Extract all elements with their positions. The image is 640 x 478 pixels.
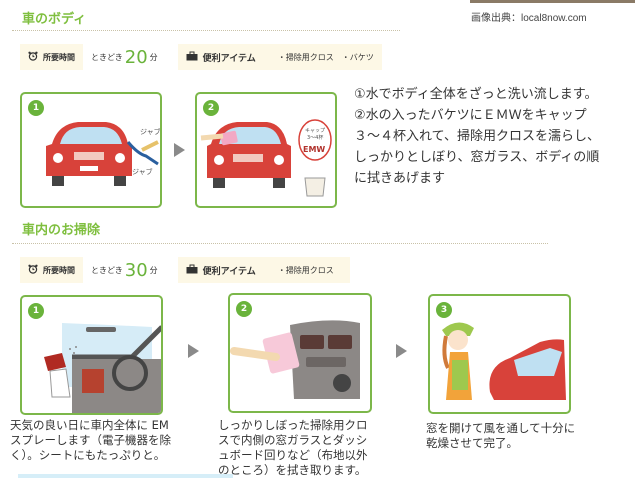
interior-step-1-caption: 天気の良い日に車内全体に EM スプレーします（電子機器を除 く）。シートにもた… (10, 418, 171, 463)
step-number: 1 (28, 303, 44, 319)
divider (12, 30, 400, 31)
time-value: ときどき 20 分 (83, 44, 166, 70)
frequency: ときどき (91, 52, 123, 62)
svg-text:キャップ: キャップ (305, 128, 325, 134)
next-arrow-icon (174, 143, 185, 157)
section-title-body: 車のボディ (22, 12, 87, 27)
caption-line: 窓を開けて風を通して十分に (426, 421, 576, 435)
items-label: 便利アイテム (202, 53, 256, 64)
svg-text:EMW: EMW (303, 145, 325, 154)
description-line: ②水の入ったバケツにＥＭＷをキャップ (354, 108, 587, 123)
time-chip: 所要時間 (20, 44, 83, 70)
interior-step-panel-1: 1 (20, 295, 163, 415)
time-chip: 所要時間 (20, 257, 83, 283)
toolbox-icon (186, 51, 198, 63)
description-line: ３〜４杯入れて、掃除用クロスを濡らし、 (354, 129, 600, 144)
step-number: 1 (28, 100, 44, 116)
caption-line: スで内側の窓ガラスとダッシ (218, 433, 368, 447)
step-panel-1: 1 ジャブ ジャブ (20, 92, 162, 208)
interior-step-panel-3: 3 (428, 294, 571, 414)
interior-step-2-caption: しっかりしぼった掃除用クロ スで内側の窓ガラスとダッシ ュボード回りなど（布地以… (218, 418, 368, 478)
alarm-clock-icon (28, 51, 38, 63)
step-panel-2: 2 キャップ 3〜4杯 EMW (195, 92, 337, 208)
minutes-unit: 分 (149, 52, 158, 62)
step-number: 2 (236, 301, 252, 317)
svg-text:ジャブ: ジャブ (132, 167, 153, 176)
next-arrow-icon (396, 344, 407, 358)
items-label: 便利アイテム (202, 266, 256, 277)
alarm-clock-icon (28, 264, 38, 276)
item: ・掃除用クロス (277, 265, 334, 275)
caption-line: スプレーします（電子機器を除 (10, 433, 171, 447)
items-chip: 便利アイテム (177, 44, 264, 70)
section-title-interior: 車内のお掃除 (22, 223, 101, 238)
svg-text:ジャブ: ジャブ (140, 127, 160, 136)
image-credit: 画像出典：local8now.com (471, 13, 587, 24)
items-list: ・掃除用クロス (263, 257, 350, 283)
time-label: 所要時間 (43, 52, 75, 62)
frequency: ときどき (91, 265, 123, 275)
minutes: 20 (124, 46, 148, 68)
decorative-bar (18, 474, 233, 478)
caption-line: 天気の良い日に車内全体に EM (10, 418, 169, 432)
interior-step-3-caption: 窓を開けて風を通して十分に 乾燥させて完了。 (426, 421, 575, 451)
info-bar-body: 所要時間 ときどき 20 分 便利アイテム ・掃除用クロス ・バケツ (20, 44, 382, 70)
spray-interior-illustration (44, 323, 161, 413)
info-bar-interior: 所要時間 ときどき 30 分 便利アイテム ・掃除用クロス (20, 257, 350, 283)
interior-step-panel-2: 2 (228, 293, 372, 413)
car-hose-illustration: ジャブ ジャブ (46, 122, 160, 186)
step-number: 3 (436, 302, 452, 318)
item: ・掃除用クロス (277, 52, 334, 62)
description-line: しっかりとしぼり、窓ガラス、ボディの順 (354, 150, 600, 165)
caption-line: しっかりしぼった掃除用クロ (218, 418, 368, 432)
car-cloth-illustration: キャップ 3〜4杯 EMW (200, 119, 332, 197)
time-label: 所要時間 (43, 265, 75, 275)
items-list: ・掃除用クロス ・バケツ (263, 44, 382, 70)
photo-edge (470, 0, 635, 3)
step-number: 2 (203, 100, 219, 116)
time-value: ときどき 30 分 (83, 257, 166, 283)
item: ・バケツ (341, 52, 374, 62)
caption-line: 乾燥させて完了。 (426, 436, 518, 450)
items-chip: 便利アイテム (177, 257, 264, 283)
toolbox-icon (186, 264, 198, 276)
woman-car-door-illustration (442, 322, 566, 400)
body-description: ①水でボディ全体をざっと洗い流します。 ②水の入ったバケツにＥＭＷをキャップ ３… (354, 84, 600, 189)
caption-line: のところ）を拭き取ります。 (218, 463, 367, 477)
description-line: に拭きあげます (354, 171, 446, 186)
wipe-dashboard-illustration (230, 320, 360, 399)
caption-line: く）。シートにもたっぷりと。 (10, 448, 166, 462)
svg-text:3〜4杯: 3〜4杯 (307, 134, 323, 141)
minutes: 30 (124, 259, 148, 281)
divider (12, 243, 548, 244)
minutes-unit: 分 (149, 265, 158, 275)
next-arrow-icon (188, 344, 199, 358)
caption-line: ュボード回りなど（布地以外 (218, 448, 368, 462)
description-line: ①水でボディ全体をざっと洗い流します。 (354, 87, 598, 102)
